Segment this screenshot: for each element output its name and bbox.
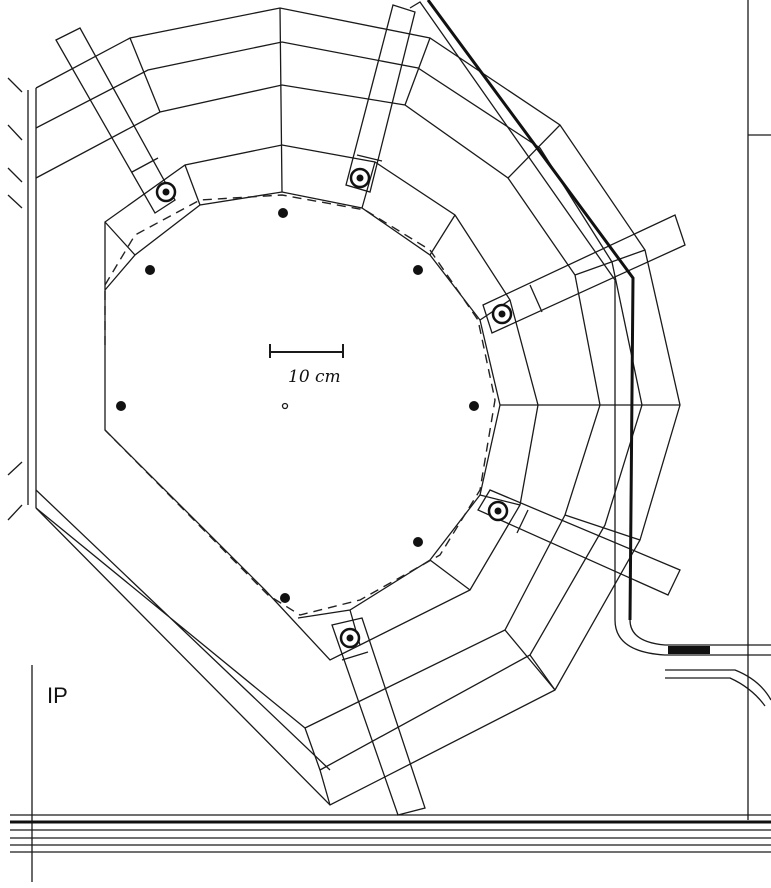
dashed-envelope bbox=[104, 194, 496, 616]
bolt-point bbox=[145, 265, 155, 275]
bolt-point bbox=[280, 593, 290, 603]
scale-bar: 10 cm bbox=[269, 344, 344, 387]
support-straps bbox=[55, 4, 686, 816]
support-strap bbox=[55, 27, 177, 214]
beam-pipe-lines bbox=[10, 814, 771, 853]
frame-lines bbox=[7, 0, 771, 882]
ip-label: IP bbox=[47, 683, 68, 708]
support-strap bbox=[331, 617, 426, 816]
support-strap bbox=[482, 214, 686, 334]
bolt-points bbox=[116, 208, 479, 603]
bolt-point bbox=[413, 537, 423, 547]
support-strap bbox=[345, 4, 416, 193]
bolt-point bbox=[278, 208, 288, 218]
center-mark bbox=[281, 402, 289, 410]
outer-shell bbox=[35, 7, 681, 806]
bolt-point bbox=[469, 401, 479, 411]
support-strap bbox=[477, 489, 681, 596]
scale-bar-label: 10 cm bbox=[288, 367, 341, 387]
bolt-point bbox=[413, 265, 423, 275]
cable-tube bbox=[409, 0, 771, 707]
bolt-point bbox=[116, 401, 126, 411]
